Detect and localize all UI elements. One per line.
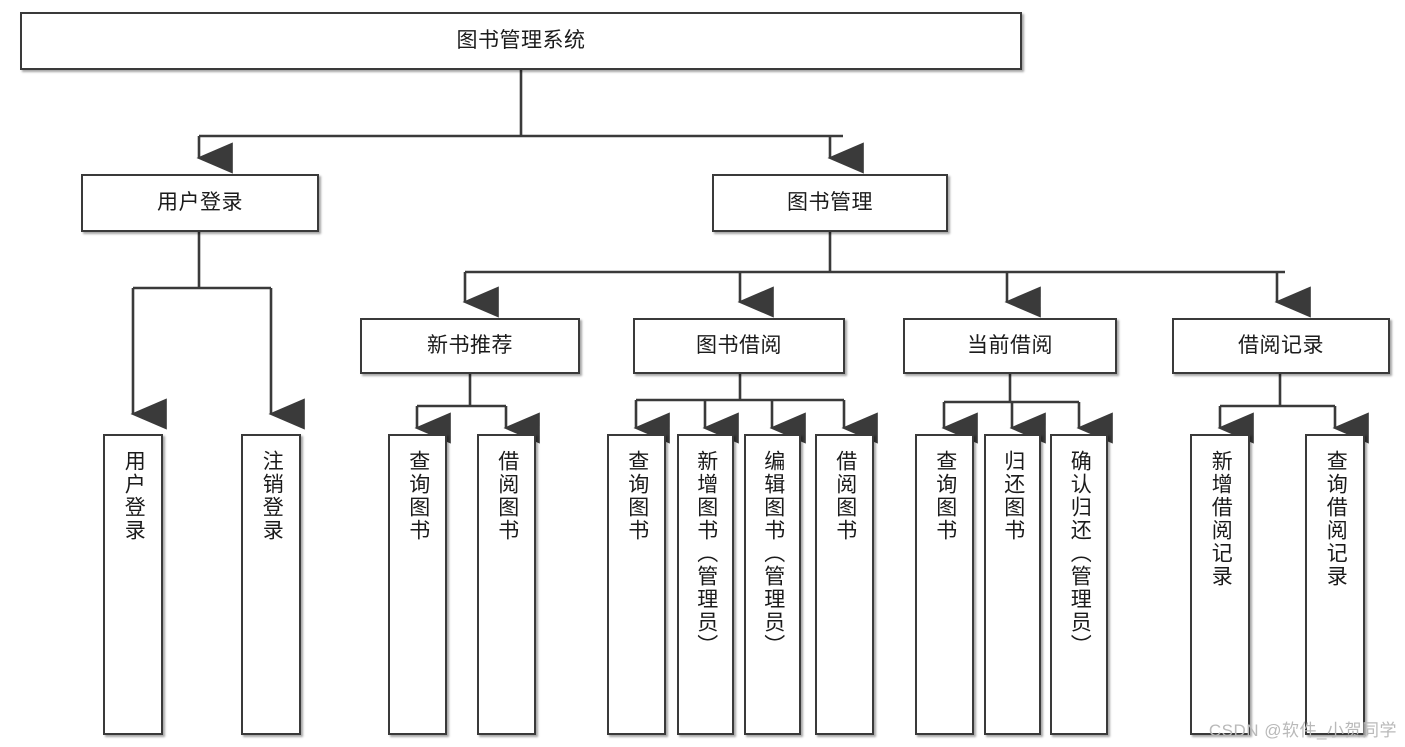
node-new-book-recommend[interactable]: 新书推荐 xyxy=(360,318,580,374)
node-leaf-add-record-label: 新增借阅记录 xyxy=(1209,450,1233,588)
node-leaf-query-book-1[interactable]: 查询图书 xyxy=(388,434,447,735)
node-leaf-borrow-book-2[interactable]: 借阅图书 xyxy=(815,434,874,735)
node-leaf-add-book-label: 新增图书（管理员） xyxy=(694,450,718,657)
node-leaf-return-book-label: 归还图书 xyxy=(1001,450,1025,542)
node-leaf-query-record-label: 查询借阅记录 xyxy=(1324,450,1348,588)
node-leaf-confirm-return-label: 确认归还（管理员） xyxy=(1068,450,1092,657)
node-leaf-query-book-3-label: 查询图书 xyxy=(933,450,957,542)
watermark: CSDN @软件_小贺同学 xyxy=(1208,721,1397,740)
node-leaf-user-logout[interactable]: 注销登录 xyxy=(241,434,301,735)
node-book-borrow-label: 图书借阅 xyxy=(696,334,782,358)
node-leaf-query-book-1-label: 查询图书 xyxy=(406,450,430,542)
node-leaf-confirm-return[interactable]: 确认归还（管理员） xyxy=(1050,434,1108,735)
node-leaf-add-book[interactable]: 新增图书（管理员） xyxy=(677,434,734,735)
node-book-manage-label: 图书管理 xyxy=(787,191,873,215)
node-leaf-borrow-book-1[interactable]: 借阅图书 xyxy=(477,434,536,735)
node-root-label: 图书管理系统 xyxy=(456,29,586,53)
node-user-login-label: 用户登录 xyxy=(157,191,243,215)
node-leaf-query-book-2[interactable]: 查询图书 xyxy=(607,434,666,735)
node-user-login[interactable]: 用户登录 xyxy=(81,174,319,232)
node-current-borrow[interactable]: 当前借阅 xyxy=(903,318,1117,374)
node-leaf-query-book-3[interactable]: 查询图书 xyxy=(915,434,974,735)
node-leaf-user-login-label: 用户登录 xyxy=(122,450,146,542)
node-leaf-borrow-book-1-label: 借阅图书 xyxy=(495,450,519,542)
node-book-manage[interactable]: 图书管理 xyxy=(712,174,948,232)
node-leaf-query-book-2-label: 查询图书 xyxy=(625,450,649,542)
node-borrow-record-label: 借阅记录 xyxy=(1238,334,1324,358)
node-leaf-user-login[interactable]: 用户登录 xyxy=(103,434,163,735)
node-leaf-query-record[interactable]: 查询借阅记录 xyxy=(1305,434,1365,735)
node-root[interactable]: 图书管理系统 xyxy=(20,12,1022,70)
node-leaf-user-logout-label: 注销登录 xyxy=(260,450,284,542)
node-new-book-recommend-label: 新书推荐 xyxy=(427,334,513,358)
node-current-borrow-label: 当前借阅 xyxy=(967,334,1053,358)
node-leaf-edit-book[interactable]: 编辑图书（管理员） xyxy=(744,434,801,735)
node-borrow-record[interactable]: 借阅记录 xyxy=(1172,318,1390,374)
node-leaf-edit-book-label: 编辑图书（管理员） xyxy=(761,450,785,657)
node-leaf-add-record[interactable]: 新增借阅记录 xyxy=(1190,434,1250,735)
node-leaf-borrow-book-2-label: 借阅图书 xyxy=(833,450,857,542)
node-leaf-return-book[interactable]: 归还图书 xyxy=(984,434,1041,735)
node-book-borrow[interactable]: 图书借阅 xyxy=(633,318,845,374)
